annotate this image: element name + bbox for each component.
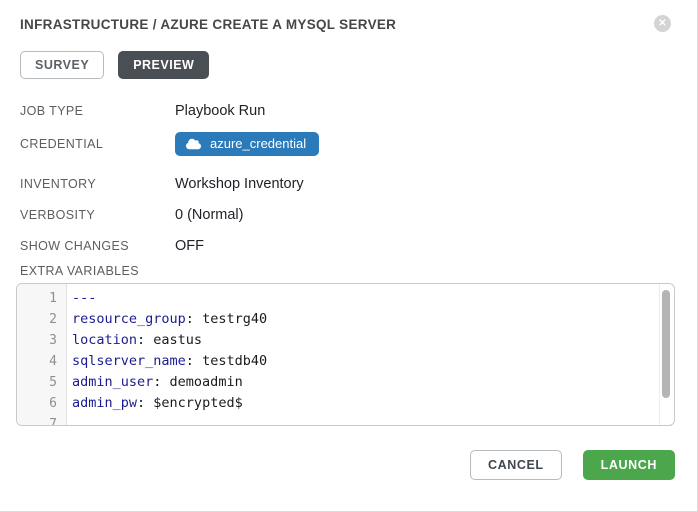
tab-preview[interactable]: PREVIEW [118,51,210,79]
field-inventory: INVENTORY Workshop Inventory [20,174,697,193]
editor-code-area[interactable]: --- resource_group: testrg40 location: e… [67,284,674,425]
field-credential: CREDENTIAL azure_credential [20,132,697,156]
extra-variables-label: EXTRA VARIABLES [20,264,140,278]
extra-variables-editor[interactable]: 1 2 3 4 5 6 7 --- resource_group: testrg… [16,283,675,426]
code-line: resource_group: testrg40 [72,311,268,327]
code-line: admin_pw: $encrypted$ [72,395,243,411]
launch-button[interactable]: LAUNCH [582,450,675,480]
job-type-label: JOB TYPE [20,103,84,118]
cancel-button[interactable]: CANCEL [469,450,562,480]
code-line: sqlserver_name: testdb40 [72,353,268,369]
verbosity-value: 0 (Normal) [175,206,244,223]
credential-label: CREDENTIAL [20,137,104,151]
code-line: admin_user: demoadmin [72,374,243,390]
line-number: 5 [49,375,57,390]
inventory-label: INVENTORY [20,176,97,191]
line-number: 6 [49,396,57,411]
credential-badge[interactable]: azure_credential [175,132,320,156]
verbosity-label: VERBOSITY [20,207,96,222]
editor-scrollbar-track [659,284,674,425]
line-number: 2 [49,312,57,327]
tab-survey[interactable]: SURVEY [20,51,105,79]
dialog-footer: CANCEL LAUNCH [0,450,675,480]
line-number: 3 [49,333,57,348]
dialog-header: INFRASTRUCTURE / AZURE CREATE A MYSQL SE… [0,0,697,32]
line-number: 7 [49,417,57,426]
show-changes-label: SHOW CHANGES [20,238,129,253]
editor-line-numbers: 1 2 3 4 5 6 7 [17,284,67,425]
code-line [72,414,674,425]
field-job-type: JOB TYPE Playbook Run [20,101,697,120]
job-type-value: Playbook Run [175,102,266,119]
line-number: 4 [49,354,57,369]
code-line: --- [72,290,97,306]
field-show-changes: SHOW CHANGES OFF [20,236,697,255]
inventory-value: Workshop Inventory [175,175,304,192]
line-number: 1 [49,291,57,306]
close-icon[interactable]: ✕ [654,15,671,32]
field-verbosity: VERBOSITY 0 (Normal) [20,205,697,224]
code-line: location: eastus [72,332,203,348]
field-list: JOB TYPE Playbook Run CREDENTIAL azure_c… [20,101,697,255]
cloud-icon [186,138,201,150]
credential-badge-label: azure_credential [210,136,307,151]
show-changes-value: OFF [175,237,204,254]
editor-scrollbar-thumb[interactable] [662,290,670,398]
dialog-title: INFRASTRUCTURE / AZURE CREATE A MYSQL SE… [20,17,397,32]
tab-bar: SURVEY PREVIEW [20,51,697,79]
